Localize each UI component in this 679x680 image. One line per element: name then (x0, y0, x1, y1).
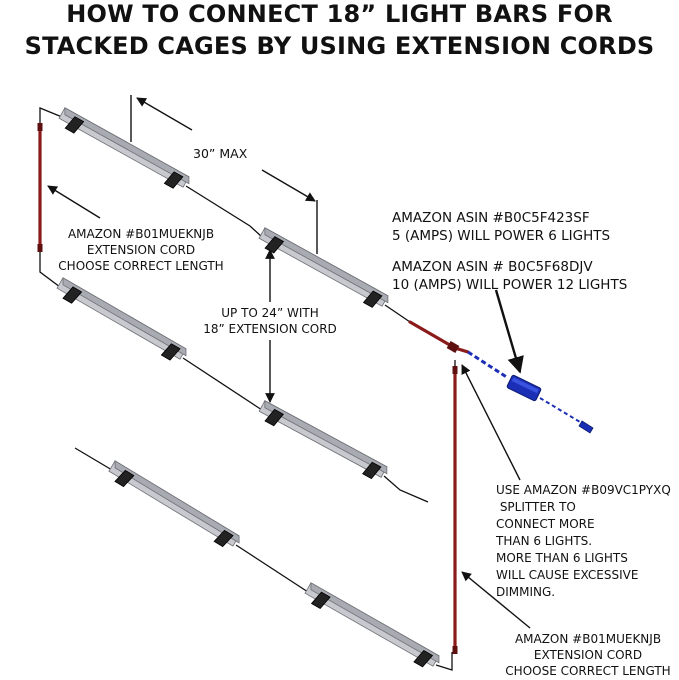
vertical-spacing-line-2: 18” EXTENSION CORD (203, 322, 337, 336)
extension-cord-left-label: AMAZON #B01MUEKNJB EXTENSION CORD CHOOSE… (46, 226, 236, 274)
adapter-pointer (494, 289, 524, 374)
power-adapter (467, 350, 594, 434)
light-bar-mid-left (56, 277, 187, 361)
max-arrow-left (136, 97, 193, 131)
light-bar-top-right (258, 227, 389, 308)
light-bar-bottom-right (304, 582, 440, 668)
extension-cord-bottom-line-2: EXTENSION CORD (533, 648, 643, 662)
vertical-spacing-line-1: UP TO 24” WITH (221, 306, 319, 320)
adapter-output-cord (539, 397, 586, 426)
light-bar-clip-left (310, 591, 331, 609)
splitter-line-2: SPLITTER TO (496, 500, 576, 514)
diagram-title-line-2: STACKED CAGES BY USING EXTENSION CORDS (24, 32, 655, 60)
diagram-title-line-1: HOW TO CONNECT 18” LIGHT BARS FOR (66, 0, 613, 28)
light-bar-side-face (264, 227, 389, 304)
light-bar-side-face (114, 460, 240, 544)
light-bar-mid-right (258, 400, 388, 480)
light-bars (56, 107, 440, 668)
wire-mid-link-1 (182, 357, 263, 411)
light-bar-clip-right (413, 650, 434, 668)
light-bar-clip-left (62, 286, 83, 304)
extension-cord-left-line-2: EXTENSION CORD (86, 243, 196, 257)
splitter-line-3: CONNECT MORE (496, 517, 595, 531)
adapter-input-cord (467, 350, 509, 380)
wire-bottom-right-tail (435, 652, 453, 671)
light-bar-clip-right (163, 171, 184, 189)
wire-top-link-2 (384, 304, 411, 323)
ext-left-pointer (47, 185, 101, 219)
splitter-pointer (461, 364, 521, 481)
power-supply-5a-label: AMAZON ASIN #B0C5F423SF 5 (AMPS) WILL PO… (392, 209, 610, 245)
light-bar-clip-left (264, 408, 284, 427)
light-bar-side-face (264, 400, 388, 475)
power-supply-10a-label: AMAZON ASIN # B0C5F68DJV 10 (AMPS) WILL … (392, 258, 627, 294)
wire-bottom-left-tail (74, 447, 113, 471)
wire-top-left-tail (39, 107, 63, 128)
dimension-arrows (47, 95, 531, 629)
extension-cord-bottom-label: AMAZON #B01MUEKNJB EXTENSION CORD CHOOSE… (497, 631, 679, 679)
adapter-wall-plug (578, 420, 594, 434)
light-bar-side-face (64, 107, 190, 185)
light-bar-bottom-left (108, 460, 240, 548)
wire-top-link-1 (185, 185, 263, 238)
light-bar-clip-left (64, 116, 85, 134)
power-wires (39, 107, 456, 671)
ext-bottom-pointer (461, 571, 531, 629)
light-bar-clip-right (160, 343, 181, 361)
splitter-line-4: THAN 6 LIGHTS. (496, 534, 593, 548)
adapter-brick (506, 374, 542, 402)
splitter-line-5: MORE THAN 6 LIGHTS (496, 551, 628, 565)
light-bar-side-face (62, 277, 187, 357)
power-supply-5a-line-2: 5 (AMPS) WILL POWER 6 LIGHTS (392, 228, 611, 244)
splitter-line-7: DIMMING. (496, 585, 556, 599)
wire-mid-tail (383, 475, 429, 503)
light-bar-clip-right (213, 529, 234, 548)
splitter-label: USE AMAZON #B09VC1PYXQ SPLITTER TO CONNE… (496, 482, 671, 601)
extension-cord-bottom-line-3: CHOOSE CORRECT LENGTH (505, 664, 671, 678)
light-bar-clip-right (362, 461, 382, 480)
wire-mid-left-tail (39, 250, 61, 288)
max-arrow-right (261, 169, 316, 202)
power-supply-10a-line-2: 10 (AMPS) WILL POWER 12 LIGHTS (392, 277, 628, 293)
power-supply-5a-line-1: AMAZON ASIN #B0C5F423SF (392, 210, 590, 226)
vertical-spacing-label: UP TO 24” WITH 18” EXTENSION CORD (190, 305, 350, 337)
wire-bottom-link-1 (235, 544, 309, 593)
extension-cord-left-line-1: AMAZON #B01MUEKNJB (67, 227, 215, 241)
extension-cord-bottom-line-1: AMAZON #B01MUEKNJB (514, 632, 662, 646)
max-spacing-label: 30” MAX (193, 146, 248, 161)
splitter-line-6: WILL CAUSE EXCESSIVE (496, 568, 639, 582)
light-bar-clip-left (114, 469, 135, 488)
splitter-line-1: USE AMAZON #B09VC1PYXQ (496, 483, 671, 497)
extension-cord-plugs (37, 123, 460, 654)
light-bar-clip-right (362, 290, 383, 308)
extension-cord-left-line-3: CHOOSE CORRECT LENGTH (58, 259, 224, 273)
extension-cords (38, 126, 470, 654)
light-bar-top-left (58, 107, 190, 189)
light-bar-side-face (310, 582, 440, 664)
splitter-cord (408, 320, 470, 354)
power-supply-10a-line-1: AMAZON ASIN # B0C5F68DJV (392, 259, 593, 275)
